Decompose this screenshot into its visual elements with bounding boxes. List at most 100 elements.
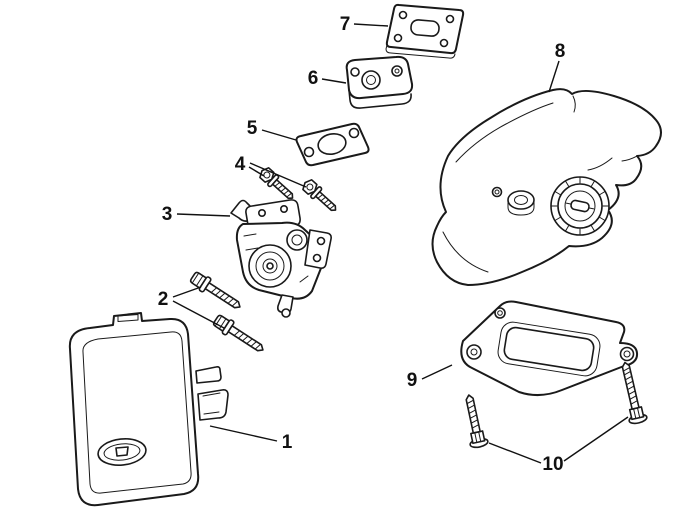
screw-head-mark <box>263 171 271 179</box>
leader-line-5 <box>261 129 297 141</box>
leader-line-2a <box>172 286 202 298</box>
callout-9: 9 <box>407 364 453 391</box>
fuel-tank-seam-lower <box>442 231 489 273</box>
bracket-ear-hole <box>619 346 635 362</box>
part-bolt-b <box>212 314 264 352</box>
leader-line-10b <box>563 416 629 462</box>
callout-number-6: 6 <box>308 68 319 89</box>
bracket-top-hole-inner <box>497 310 503 316</box>
bracket-ear-hole-inner <box>470 348 478 356</box>
leader-line-8 <box>548 60 560 93</box>
insulator-front-face <box>348 89 412 109</box>
screw-threads <box>274 181 293 198</box>
carburetor-venturi-bore <box>291 234 303 246</box>
leader-line-6 <box>321 78 347 84</box>
leader-line-1 <box>209 425 278 442</box>
callout-number-2: 2 <box>158 289 169 310</box>
callout-number-7: 7 <box>340 14 351 35</box>
bracket-rim <box>497 321 601 377</box>
bolt-threads <box>210 287 239 307</box>
screw-threads <box>622 367 638 405</box>
fuel-tank-outline <box>431 88 662 286</box>
part-carburetor <box>230 199 332 318</box>
screw-shaft <box>621 361 640 410</box>
screw-shaft <box>465 394 481 434</box>
cover-side-tab-upper <box>195 366 222 384</box>
callout-4: 4 <box>235 154 307 188</box>
callout-5: 5 <box>247 118 297 141</box>
cover-panel-line <box>82 331 192 494</box>
insulator-bolt-hole <box>391 65 403 77</box>
callout-number-4: 4 <box>235 154 246 175</box>
part-fuel-tank <box>431 88 662 286</box>
fuel-tank-seam-top <box>455 102 554 163</box>
fuel-cap-grip <box>565 199 595 213</box>
insulator-bolt-hole <box>350 67 360 77</box>
bolt-shaft <box>227 324 264 352</box>
callout-7: 7 <box>340 14 389 35</box>
part-screw-small-a <box>259 167 294 200</box>
callout-number-3: 3 <box>162 204 173 225</box>
fuel-tank-seam-notch <box>572 95 576 113</box>
callout-2: 2 <box>158 286 225 329</box>
bracket-center <box>497 321 601 377</box>
bracket-ear-hole-inner <box>623 350 631 358</box>
plate-hole <box>393 33 403 43</box>
callout-3: 3 <box>162 204 231 225</box>
callout-number-9: 9 <box>407 370 418 391</box>
leader-line-4b <box>249 162 307 188</box>
callout-6: 6 <box>308 68 347 89</box>
part-tank-screw-a <box>465 394 489 449</box>
carburetor-venturi <box>286 229 308 251</box>
fuel-tank-vent <box>491 186 503 198</box>
fuel-cap-ratchet-ticks <box>550 176 610 236</box>
bolt-head-facets <box>191 272 204 287</box>
cover-emblem-mark <box>115 446 129 457</box>
carburetor-diaphragm-hub <box>262 258 278 274</box>
leader-line-3 <box>176 213 231 217</box>
part-insulator <box>345 55 414 109</box>
carburetor-screw <box>257 209 266 218</box>
plate-center-slot <box>410 19 440 37</box>
callout-number-10: 10 <box>542 454 563 475</box>
plate-hole <box>439 38 449 48</box>
callout-number-5: 5 <box>247 118 258 139</box>
bolt-shaft <box>204 281 241 309</box>
leader-line-2b <box>172 300 225 329</box>
screw-head-facets <box>633 407 641 419</box>
bolt-threads <box>233 330 262 350</box>
leader-line-4a <box>248 166 265 177</box>
gasket-center-hole <box>317 132 347 156</box>
carburetor-cover-screw <box>266 262 274 270</box>
fuel-cap-inner <box>564 190 596 222</box>
fuel-tank-seam-step <box>587 155 638 171</box>
callout-1: 1 <box>209 425 293 453</box>
fuel-tank-vent-inner <box>494 189 500 195</box>
plate-thickness-edge <box>385 44 456 59</box>
carburetor-screw <box>279 205 288 214</box>
cover-side-tab-lower <box>197 389 229 421</box>
plate-hole <box>398 10 408 20</box>
bracket-ear-hole <box>466 344 482 360</box>
insulator-bore-inner <box>366 75 376 85</box>
flange-hole <box>316 236 326 246</box>
screw-head <box>302 179 318 195</box>
carburetor-detail-lines <box>243 233 309 283</box>
bracket-opening <box>503 326 595 372</box>
plate-hole <box>445 14 455 24</box>
insulator-bolt-hole-inner <box>394 68 400 74</box>
screw-threads <box>317 193 336 210</box>
part-screw-small-b <box>302 179 337 212</box>
carburetor-diaphragm-ring <box>255 251 285 281</box>
fuel-filler-port-inner <box>514 195 528 205</box>
screw-head-mark <box>306 183 314 191</box>
fuel-filler-port-boss <box>507 200 535 216</box>
callout-8: 8 <box>548 41 565 93</box>
gasket-bolt-hole <box>348 127 360 139</box>
part-bolt-a <box>189 271 241 309</box>
fuel-filler-port <box>507 190 535 210</box>
flange-hole <box>312 253 322 263</box>
fuel-cap-grip-lines <box>565 202 595 210</box>
